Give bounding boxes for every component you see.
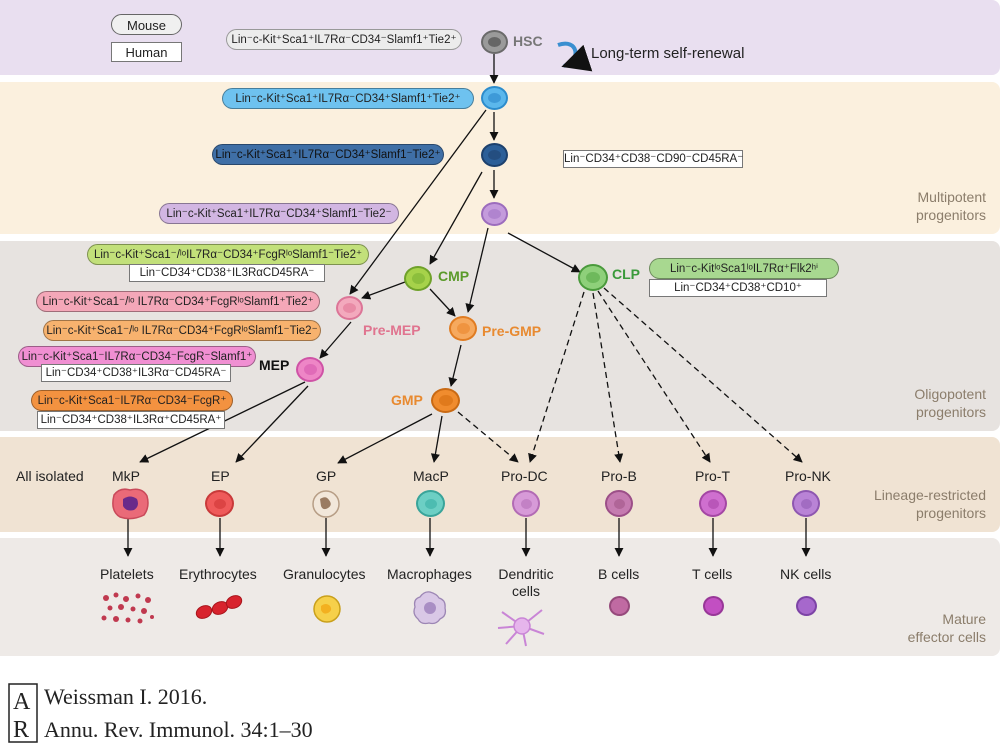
dendritic-cell-icon xyxy=(497,609,545,647)
prodc-label: Pro-DC xyxy=(501,468,548,484)
prob-cell xyxy=(605,490,633,517)
clp-marker: Lin⁻c-KitˡᵒSca1ˡᵒIL7Rα⁺Flk2ʰⁱ xyxy=(649,258,839,279)
legend-mouse: Mouse xyxy=(111,14,182,35)
granulocytes-label: Granulocytes xyxy=(283,566,366,582)
all-isolated-note: All isolated xyxy=(16,468,84,484)
mep-cell xyxy=(296,357,324,382)
macp-label: MacP xyxy=(413,468,449,484)
gp-cell xyxy=(312,490,340,518)
hsc-marker: Lin⁻c-Kit⁺Sca1⁺IL7Rα⁻CD34⁻Slamf1⁺Tie2⁺ xyxy=(226,29,462,50)
mpp1-marker: Lin⁻c-Kit⁺Sca1⁺IL7Rα⁻CD34⁺Slamf1⁺Tie2⁺ xyxy=(222,88,474,109)
clp-human-marker: Lin⁻CD34⁺CD38⁺CD10⁺ xyxy=(649,279,827,297)
gmp-cell xyxy=(431,388,460,413)
nk-cells-label: NK cells xyxy=(780,566,832,582)
erythrocytes-icon xyxy=(195,595,243,619)
nk-cell-icon xyxy=(796,596,817,616)
macrophages-label: Macrophages xyxy=(387,566,472,582)
premep-cell xyxy=(336,296,363,320)
clp-label: CLP xyxy=(612,266,640,282)
mpp3-marker: Lin⁻c-Kit⁺Sca1⁺IL7Rα⁻CD34⁺Slamf1⁻Tie2⁻ xyxy=(159,203,399,224)
gmp-marker: Lin⁻c-Kit⁺Sca1⁻IL7Rα⁻CD34⁻FcgR⁺ xyxy=(31,390,233,411)
annual-reviews-logo: A R xyxy=(8,683,38,743)
lineage-band xyxy=(0,437,1000,532)
mpp3-cell xyxy=(481,202,508,226)
platelets-label: Platelets xyxy=(100,566,154,582)
citation-line-1: Weissman I. 2016. xyxy=(44,684,208,709)
mkp-label: MkP xyxy=(112,468,140,484)
citation-line-2: Annu. Rev. Immunol. 34:1–30 xyxy=(44,717,313,742)
mkp-cell xyxy=(112,488,149,520)
svg-text:A: A xyxy=(13,689,31,715)
mep-human-marker: Lin⁻CD34⁺CD38⁺IL3Rα⁻CD45RA⁻ xyxy=(41,364,231,382)
cmp-human-marker: Lin⁻CD34⁺CD38⁺IL3RαCD45RA⁻ xyxy=(129,264,325,282)
prot-cell xyxy=(699,490,727,517)
mpp1-cell xyxy=(481,86,508,110)
gmp-human-marker: Lin⁻CD34⁺CD38⁺IL3Rα⁺CD45RA⁺ xyxy=(37,411,225,429)
pronk-label: Pro-NK xyxy=(785,468,831,484)
self-renewal-label: Long-term self-renewal xyxy=(591,45,745,62)
pronk-cell xyxy=(792,490,820,517)
cmp-cell xyxy=(404,266,432,291)
mpp2-marker: Lin⁻c-Kit⁺Sca1⁺IL7Rα⁻CD34⁺Slamf1⁻Tie2⁺ xyxy=(212,144,444,165)
b-cell-icon xyxy=(609,596,630,616)
prob-label: Pro-B xyxy=(601,468,637,484)
t-cells-label: T cells xyxy=(692,566,733,582)
pregmp-cell xyxy=(449,316,477,341)
dendritic-cells-label: Dendritic cells xyxy=(498,566,554,599)
pregmp-label: Pre-GMP xyxy=(482,323,542,339)
erythrocytes-label: Erythrocytes xyxy=(179,566,257,582)
mep-label: MEP xyxy=(259,357,290,373)
clp-cell xyxy=(578,264,608,291)
gp-label: GP xyxy=(316,468,337,484)
prot-label: Pro-T xyxy=(695,468,730,484)
legend-human: Human xyxy=(111,42,182,62)
hsc-label: HSC xyxy=(513,33,543,49)
granulocyte-icon xyxy=(313,595,341,623)
hsc-cell xyxy=(481,30,508,54)
mep-marker: Lin⁻c-Kit⁺Sca1⁻IL7Rα⁻CD34⁻FcgR⁻Slamf1⁺ xyxy=(18,346,256,367)
pregmp-marker: Lin⁻c-Kit⁺Sca1⁻/ˡᵒ IL7Rα⁻CD34⁺FcgRˡᵒSlam… xyxy=(43,320,321,341)
macrophage-icon xyxy=(413,591,447,625)
premep-label: Pre-MEP xyxy=(363,322,421,338)
cmp-label: CMP xyxy=(438,268,470,284)
ep-cell xyxy=(205,490,234,517)
prodc-cell xyxy=(512,490,540,517)
mature-band xyxy=(0,538,1000,656)
macp-cell xyxy=(416,490,445,517)
gmp-label: GMP xyxy=(391,392,423,408)
platelets-icon xyxy=(101,592,154,624)
svg-text:R: R xyxy=(13,717,29,743)
t-cell-icon xyxy=(703,596,724,616)
ep-label: EP xyxy=(211,468,230,484)
b-cells-label: B cells xyxy=(598,566,640,582)
mpp-human-marker: Lin⁻CD34⁺CD38⁻CD90⁻CD45RA⁻ xyxy=(563,150,743,168)
premep-marker: Lin⁻c-Kit⁺Sca1⁻/ˡᵒ IL7Rα⁻CD34⁺FcgRˡᵒSlam… xyxy=(36,291,320,312)
mpp2-cell xyxy=(481,143,508,167)
cmp-marker: Lin⁻c-Kit⁺Sca1⁻/ˡᵒIL7Rα⁻CD34⁺FcgRˡᵒSlamf… xyxy=(87,244,369,265)
